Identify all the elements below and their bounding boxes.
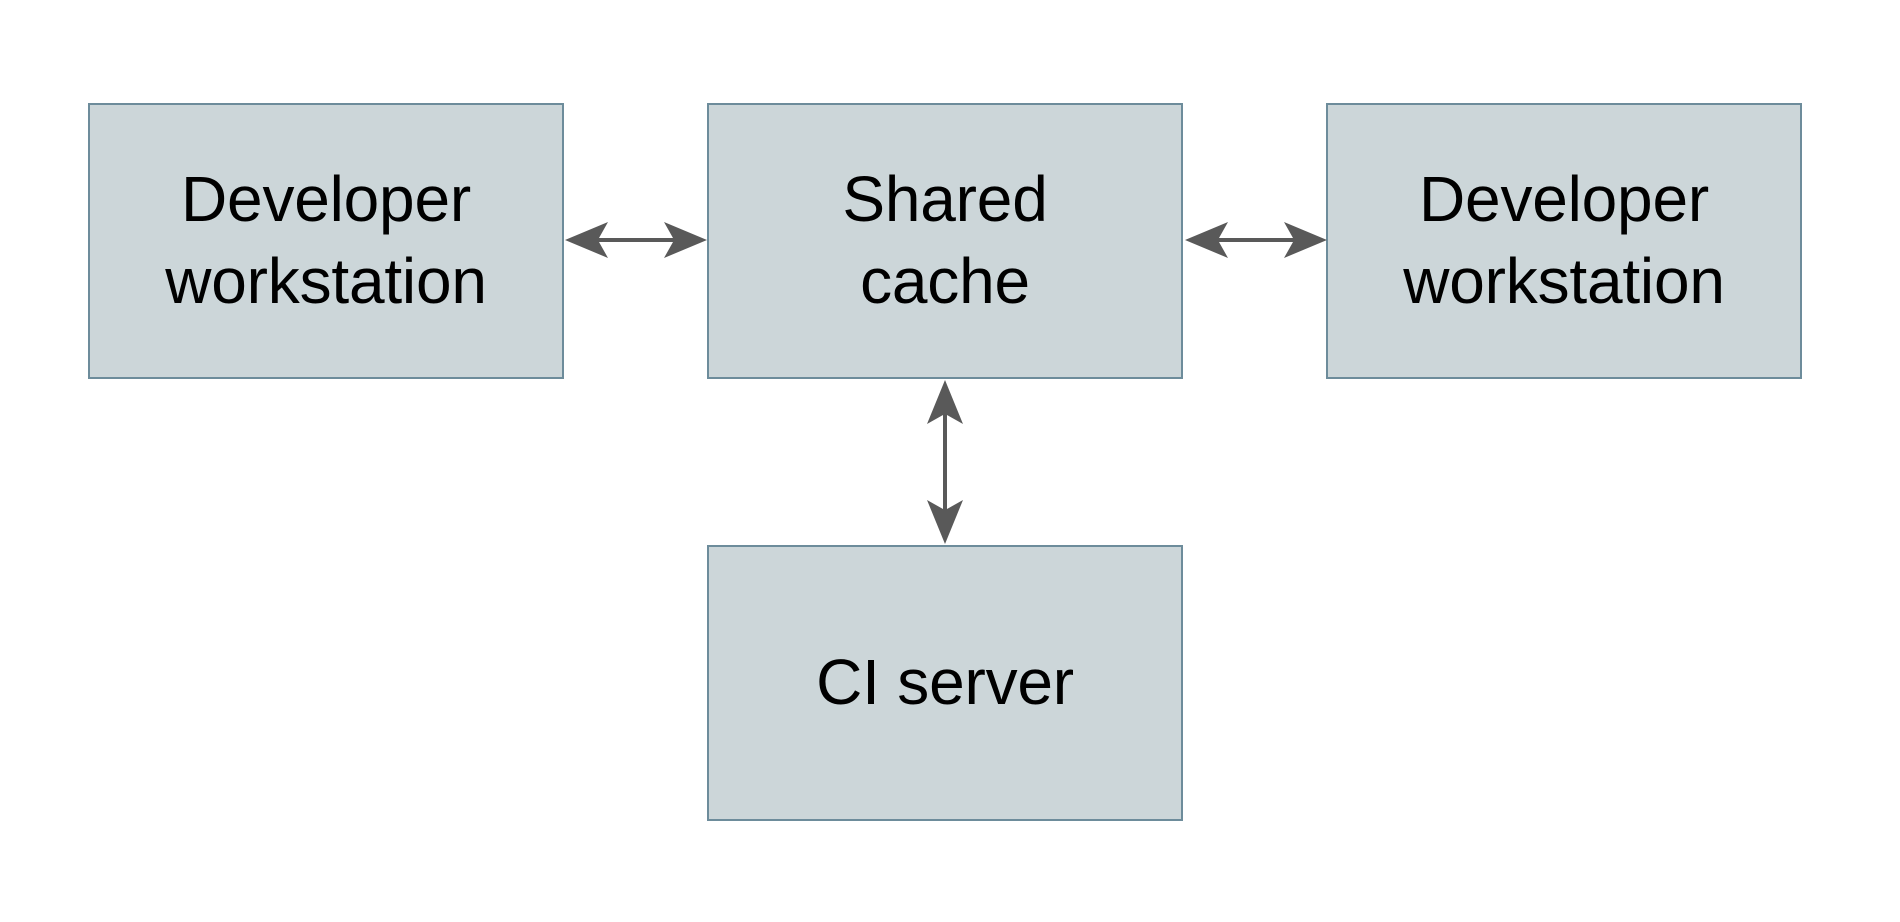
node-label: Shared cache xyxy=(842,163,1048,317)
node-label: Developer workstation xyxy=(165,163,487,317)
edge-shared-cache-to-ci-server xyxy=(915,376,975,548)
node-developer-workstation-right[interactable]: Developer workstation xyxy=(1326,103,1802,379)
node-label: Developer workstation xyxy=(1403,163,1725,317)
edge-shared-cache-to-developer-right xyxy=(1180,210,1332,270)
node-developer-workstation-left[interactable]: Developer workstation xyxy=(88,103,564,379)
edge-developer-left-to-shared-cache xyxy=(560,210,712,270)
node-label: CI server xyxy=(816,646,1074,719)
node-shared-cache[interactable]: Shared cache xyxy=(707,103,1183,379)
double-arrow-vertical-icon xyxy=(927,380,963,544)
double-arrow-horizontal-icon xyxy=(1185,222,1327,258)
double-arrow-horizontal-icon xyxy=(565,222,707,258)
node-ci-server[interactable]: CI server xyxy=(707,545,1183,821)
